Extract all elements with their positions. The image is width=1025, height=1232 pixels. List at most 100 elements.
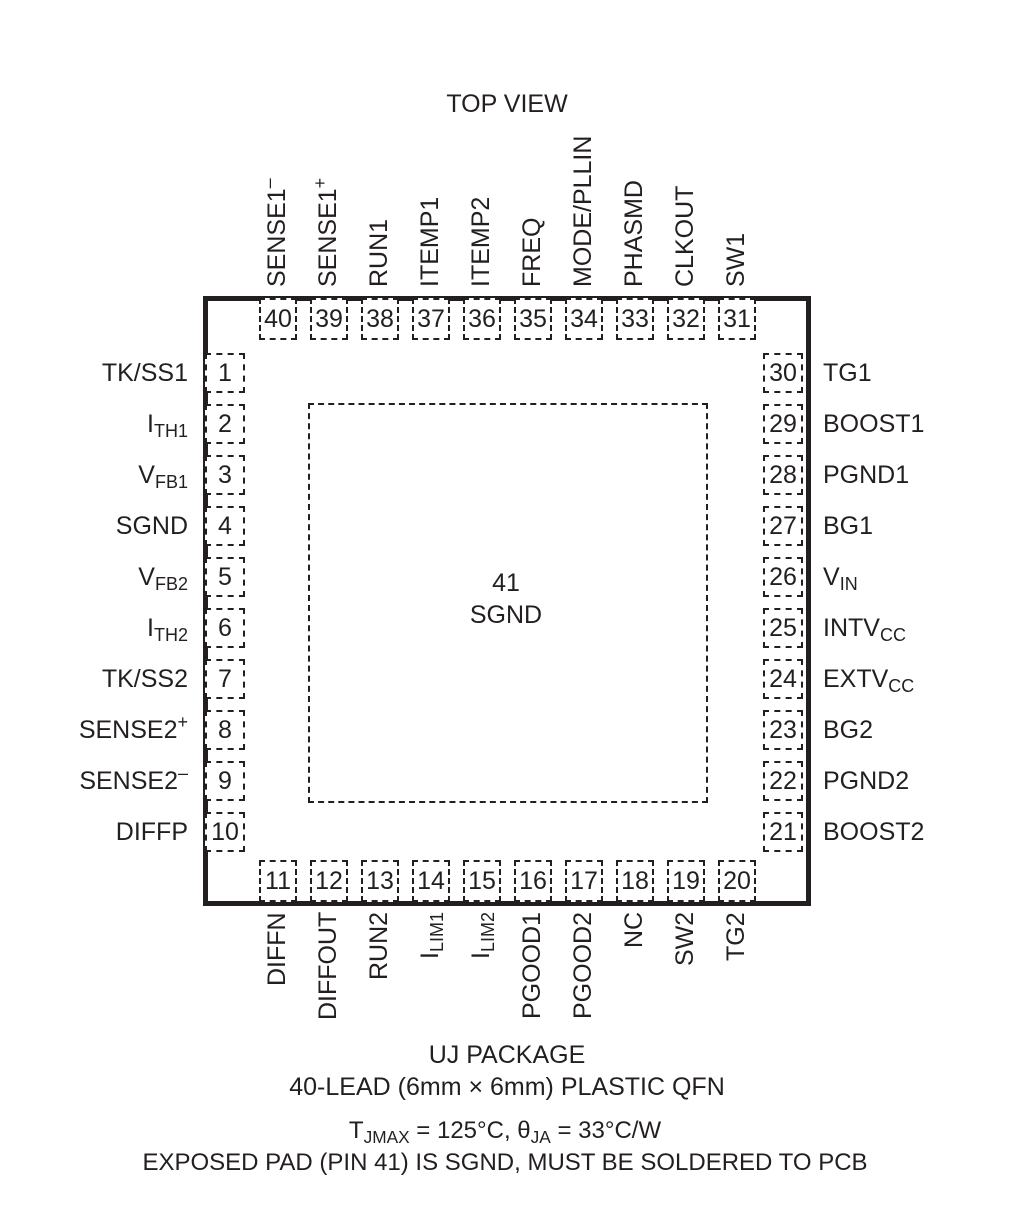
pin-18-label: NC	[620, 911, 648, 948]
pin-5-label: VFB2	[138, 565, 188, 594]
pin-36-label: ITEMP2	[467, 197, 495, 287]
pin-15: 15	[463, 860, 501, 902]
pin-25-label-text: INTV	[823, 614, 880, 642]
pin-35-label: FREQ	[518, 218, 546, 287]
pin-28-label: PGND1	[823, 463, 909, 488]
pin-33-label-text: PHASMD	[620, 180, 648, 287]
pin-6-label: ITH2	[147, 614, 188, 645]
pin-27-label-text: BG1	[823, 512, 874, 540]
pin-37: 37	[412, 298, 450, 340]
pin-22: 22	[763, 761, 803, 801]
pin-5: 5	[205, 557, 245, 597]
pin-22-label-text: PGND2	[823, 767, 910, 795]
pin-24-label-subscript: CC	[888, 676, 915, 697]
pin-32-label-text: CLKOUT	[671, 185, 699, 287]
pin-16-label-text: PGOOD1	[518, 912, 546, 1019]
pin-26-label: VIN	[823, 563, 858, 594]
pin-31: 31	[718, 298, 756, 340]
pin-14-label-subscript: LIM1	[427, 912, 448, 953]
exposed-pad-number: 41	[492, 569, 520, 597]
pin-19-label: SW2	[671, 912, 699, 966]
pin-1: 1	[205, 353, 245, 393]
theta-value: = 33°C/W	[550, 1117, 662, 1144]
pin-33-label: PHASMD	[620, 180, 648, 287]
pin-3-label-subscript: FB1	[154, 472, 188, 493]
pin-29-label-text: BOOST1	[823, 410, 925, 438]
pin-17: 17	[565, 860, 603, 902]
pin-34-label-text: MODE/PLLIN	[569, 135, 597, 287]
exposed-pad-name: SGND	[469, 601, 543, 629]
pin-15-label: ILIM2	[467, 912, 498, 959]
pin-38-label-text: RUN1	[365, 218, 393, 287]
pin-23-label: BG2	[823, 718, 873, 743]
pin-38: 38	[361, 298, 399, 340]
pin-3: 3	[205, 455, 245, 495]
pin-2-label-text: I	[147, 410, 154, 438]
pin-30-label: TG1	[823, 361, 872, 386]
tj-value: = 125°C,	[409, 1117, 518, 1144]
pin-24-label-text: EXTV	[823, 665, 889, 693]
pin-14-label: ILIM1	[416, 912, 447, 959]
pin-23: 23	[763, 710, 803, 750]
pin-23-label-text: BG2	[823, 716, 874, 744]
pin-20-label: TG2	[722, 912, 750, 961]
pin-32: 32	[667, 298, 705, 340]
exposed-pad	[308, 403, 708, 803]
pin-39-label-superscript: +	[310, 177, 331, 189]
pin-8-label-text: SENSE2	[78, 716, 178, 744]
tj-subscript: JMAX	[363, 1126, 410, 1147]
pin-39-label: SENSE1+	[310, 178, 342, 287]
package-name: UJ PACKAGE	[428, 1041, 586, 1069]
pin-21-label: BOOST2	[823, 820, 924, 845]
pin-2-label: ITH1	[147, 410, 188, 441]
pin-15-label-text: I	[467, 952, 495, 959]
pin-12: 12	[310, 860, 348, 902]
pin-4-label: SGND	[116, 514, 188, 539]
pin-19: 19	[667, 860, 705, 902]
pin-24: 24	[763, 659, 803, 699]
pin-12-label: DIFFOUT	[314, 912, 342, 1020]
pin-14: 14	[412, 860, 450, 902]
pin-6-label-subscript: TH2	[153, 625, 188, 646]
pin-1-label: TK/SS1	[102, 361, 188, 386]
package-note: EXPOSED PAD (PIN 41) IS SGND, MUST BE SO…	[142, 1149, 868, 1176]
pin-27-label: BG1	[823, 514, 873, 539]
pin-32-label: CLKOUT	[671, 185, 699, 287]
pin-7-label-text: TK/SS2	[101, 665, 188, 693]
theta-symbol: θ	[517, 1117, 531, 1144]
pin-11-label-text: DIFFN	[263, 912, 291, 986]
pin-24-label: EXTVCC	[823, 665, 914, 696]
pin-40-label-text: SENSE1	[263, 188, 291, 287]
pin-8-label: SENSE2+	[78, 713, 188, 744]
pin-13-label: RUN2	[365, 911, 393, 980]
pin-4: 4	[205, 506, 245, 546]
pin-13: 13	[361, 860, 399, 902]
pin-14-label-text: I	[416, 952, 444, 959]
pin-28: 28	[763, 455, 803, 495]
pin-21: 21	[763, 812, 803, 852]
pin-37-label-text: ITEMP1	[416, 196, 444, 287]
pin-35: 35	[514, 298, 552, 340]
package-description: 40-LEAD (6mm × 6mm) PLASTIC QFN	[289, 1073, 725, 1101]
pin-8-label-superscript: +	[177, 712, 188, 733]
pin-7-label: TK/SS2	[102, 667, 188, 692]
pin-2: 2	[205, 404, 245, 444]
top-view-title: TOP VIEW	[446, 90, 568, 118]
pin-6: 6	[205, 608, 245, 648]
pin-2-label-subscript: TH1	[153, 421, 188, 442]
pin-29-label: BOOST1	[823, 412, 924, 437]
pin-9-label-superscript: –	[177, 763, 188, 784]
pin-28-label-text: PGND1	[823, 461, 910, 489]
pin-26-label-subscript: IN	[839, 574, 858, 595]
pin-18-label-text: NC	[620, 911, 648, 948]
pin-30-label-text: TG1	[823, 359, 872, 387]
pin-16-label: PGOOD1	[518, 912, 546, 1019]
pin-20-label-text: TG2	[722, 912, 750, 961]
package-thermal: TJMAX = 125°C, θJA = 33°C/W	[349, 1117, 662, 1146]
pin-15-label-subscript: LIM2	[478, 912, 499, 953]
pin-13-label-text: RUN2	[365, 911, 393, 980]
theta-subscript: JA	[530, 1126, 551, 1147]
pin-6-label-text: I	[147, 614, 154, 642]
pin-26-label-text: V	[823, 563, 840, 591]
pin-1-label-text: TK/SS1	[101, 359, 188, 387]
